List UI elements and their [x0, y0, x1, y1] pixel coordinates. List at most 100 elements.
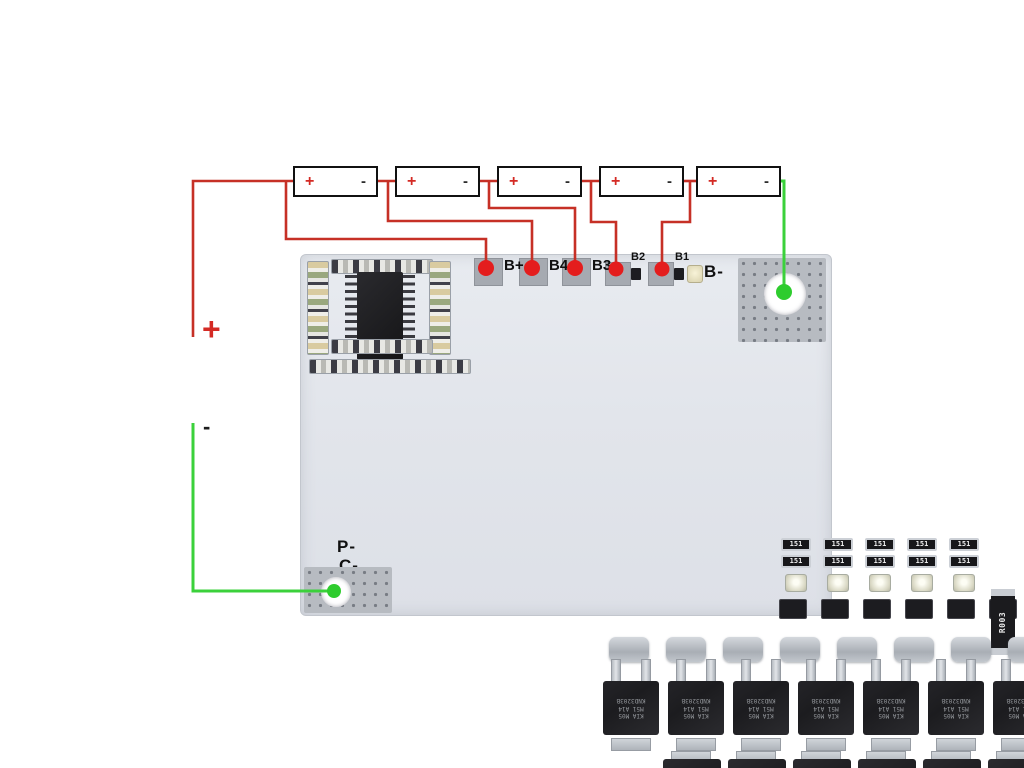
ic-pins-right: [403, 275, 415, 357]
mosfet: KIA M05 M51 A14 KND3203B: [858, 751, 916, 768]
sot23-transistor: [779, 599, 807, 619]
tinned-pad: [1008, 637, 1024, 662]
mosfet-lead: [966, 659, 976, 683]
balance-resistor-area: 151 151 151 151 151 151 151: [781, 538, 979, 592]
battery-cell: + -: [599, 166, 684, 197]
balance-led: [953, 574, 975, 592]
battery-minus-label: -: [667, 173, 672, 190]
mosfet-lead: [901, 659, 911, 683]
tinned-pad: [780, 637, 820, 662]
balance-resistor: 151: [949, 555, 979, 568]
balance-column: 151 151: [907, 538, 937, 592]
mosfet-tab: [936, 738, 976, 751]
sot23-transistor: [905, 599, 933, 619]
mosfet-body: KIA M05 M51 A14 KND3203B: [923, 759, 981, 768]
silkscreen-b2: B2: [631, 251, 646, 263]
mosfet-row-top: KIA M05 M51 A14 KND3203B KIA M05 M51 A14…: [603, 659, 1024, 755]
smd-resistor-column-left: [307, 261, 329, 355]
battery-cell: + -: [293, 166, 378, 197]
mosfet-tab: [741, 738, 781, 751]
balance-led: [911, 574, 933, 592]
pad-b-plus: [474, 258, 503, 286]
battery-minus-label: -: [361, 173, 366, 190]
balance-resistor: 151: [823, 538, 853, 551]
balance-resistor: 151: [781, 538, 811, 551]
mosfet-body: KIA M05 M51 A14 KND3203B: [733, 681, 789, 735]
tinned-pad-strip: [609, 637, 1024, 662]
silkscreen-p-minus: P-: [337, 537, 356, 556]
mosfet-tab: [1001, 738, 1024, 751]
balance-resistor: 151: [781, 555, 811, 568]
mosfet-body: KIA M05 M51 A14 KND3203B: [793, 759, 851, 768]
silkscreen-b1: B1: [675, 251, 690, 263]
silkscreen-b4: B4: [549, 257, 569, 274]
mosfet-tab: [871, 738, 911, 751]
balance-resistor: 151: [907, 538, 937, 551]
mosfet-tab: [611, 738, 651, 751]
mosfet-row-bottom: KIA M05 M51 A14 KND3203B KIA M05 M51 A14…: [663, 751, 1024, 768]
balance-led: [869, 574, 891, 592]
sot23-transistor: [821, 599, 849, 619]
balance-led: [827, 574, 849, 592]
balance-column: 151 151: [781, 538, 811, 592]
status-led: [687, 265, 703, 283]
battery-plus-label: +: [708, 172, 718, 190]
mosfet-body: KIA M05 M51 A14 KND3203B: [993, 681, 1024, 735]
mosfet-body: KIA M05 M51 A14 KND3203B: [928, 681, 984, 735]
mosfet-lead: [611, 659, 621, 683]
smd-capacitor-row-bottom: [331, 339, 433, 354]
balance-resistor: 151: [823, 555, 853, 568]
mosfet-lead: [706, 659, 716, 683]
mosfet: KIA M05 M51 A14 KND3203B: [728, 751, 786, 768]
mosfet-lead: [641, 659, 651, 683]
mosfet-body: KIA M05 M51 A14 KND3203B: [863, 681, 919, 735]
balance-resistor: 151: [949, 538, 979, 551]
pack-positive-label: +: [202, 311, 221, 347]
smd-component-row: [309, 359, 471, 374]
mosfet: KIA M05 M51 A14 KND3203B: [988, 751, 1024, 768]
shunt-resistor-row: R003 R003 R003 R003: [991, 589, 1024, 655]
pack-negative-label: -: [203, 414, 211, 439]
balance-column: 151 151: [865, 538, 895, 592]
tinned-pad: [837, 637, 877, 662]
mosfet-lead: [836, 659, 846, 683]
sot23-transistor: [863, 599, 891, 619]
mosfet: KIA M05 M51 A14 KND3203B: [733, 659, 789, 755]
c-minus-hole: [321, 577, 351, 607]
mosfet-body: KIA M05 M51 A14 KND3203B: [603, 681, 659, 735]
mosfet-lead: [771, 659, 781, 683]
mosfet: KIA M05 M51 A14 KND3203B: [793, 751, 851, 768]
mosfet-tab: [676, 738, 716, 751]
diode-icon: [674, 268, 684, 280]
tinned-pad: [723, 637, 763, 662]
diode-icon: [631, 268, 641, 280]
mosfet: KIA M05 M51 A14 KND3203B: [923, 751, 981, 768]
mosfet: KIA M05 M51 A14 KND3203B: [798, 659, 854, 755]
mosfet-body: KIA M05 M51 A14 KND3203B: [988, 759, 1024, 768]
mosfet-body: KIA M05 M51 A14 KND3203B: [663, 759, 721, 768]
balance-resistor: 151: [865, 538, 895, 551]
battery-plus-label: +: [611, 172, 621, 190]
mosfet-lead: [1001, 659, 1011, 683]
battery-cell: + -: [696, 166, 781, 197]
tinned-pad: [609, 637, 649, 662]
mosfet-lead: [676, 659, 686, 683]
mosfet-body: KIA M05 M51 A14 KND3203B: [728, 759, 786, 768]
mosfet-lead: [936, 659, 946, 683]
battery-plus-label: +: [407, 172, 417, 190]
mosfet-body: KIA M05 M51 A14 KND3203B: [858, 759, 916, 768]
mosfet: KIA M05 M51 A14 KND3203B: [603, 659, 659, 755]
balance-led: [785, 574, 807, 592]
silkscreen-b-minus: B-: [704, 262, 724, 281]
mosfet-lead: [871, 659, 881, 683]
battery-cell: + -: [395, 166, 480, 197]
mosfet: KIA M05 M51 A14 KND3203B: [663, 751, 721, 768]
mosfet-lead: [806, 659, 816, 683]
mosfet-lead: [741, 659, 751, 683]
mosfet-body: KIA M05 M51 A14 KND3203B: [668, 681, 724, 735]
sot23-transistor: [947, 599, 975, 619]
mosfet: KIA M05 M51 A14 KND3203B: [863, 659, 919, 755]
balance-column: 151 151: [823, 538, 853, 592]
silkscreen-b3: B3: [592, 257, 612, 274]
